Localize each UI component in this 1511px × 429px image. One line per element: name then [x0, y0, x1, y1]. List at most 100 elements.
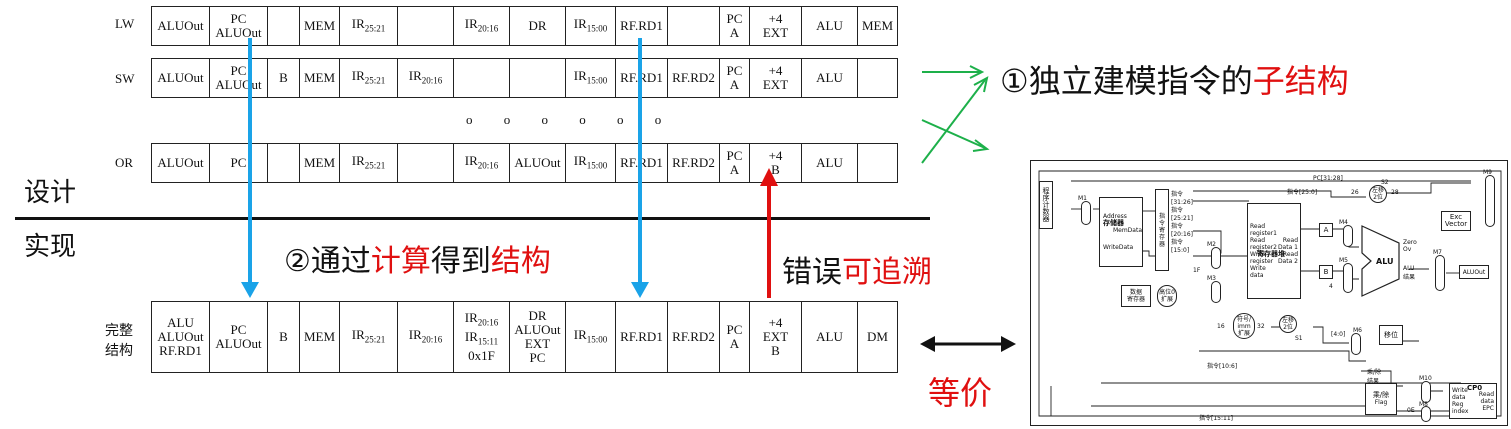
data-register: 数据 寄存器	[1121, 285, 1151, 307]
m10-mux	[1421, 381, 1431, 403]
row-label-or: OR	[115, 155, 134, 170]
ir-fields: 指令 [31:26] 指令 [25:21] 指令 [20:16] 指令 [15:…	[1171, 191, 1193, 254]
regfile-title: 寄存器堆	[1257, 250, 1285, 258]
or-cell-13: ALU	[802, 144, 858, 182]
alu-zero-ov: Zero Ov	[1403, 239, 1417, 253]
m2-mux	[1211, 247, 1221, 269]
green-arrows	[921, 65, 990, 164]
row-label-sw: SW	[115, 71, 135, 86]
or-cell-0: ALUOut	[152, 144, 210, 182]
register-file: Read register1 Read register2 Write regi…	[1247, 203, 1301, 299]
lw-cell-14: MEM	[858, 7, 898, 45]
annotation2-highlight2: 结构	[490, 244, 551, 279]
m1-label: M1	[1078, 195, 1087, 202]
equivalence-label: 等价	[928, 374, 993, 412]
m6-mux	[1351, 333, 1361, 355]
lw-cell-3: MEM	[300, 7, 340, 45]
alu-shape	[1361, 225, 1400, 297]
sw-cell-14	[858, 59, 898, 97]
muldiv-label: 乘/除	[1372, 391, 1390, 399]
annotation1-highlight: 子结构	[1252, 62, 1349, 100]
bits-4-0: [4:0]	[1331, 331, 1346, 338]
row-label-full-line1: 完整	[105, 323, 133, 339]
or-cell-6: IR20:16	[454, 144, 510, 182]
m3-label: M3	[1207, 275, 1216, 282]
implement-label: 实现	[24, 232, 77, 262]
aluout-register: ALUOut	[1459, 265, 1489, 279]
full-cell-5: IR20:16	[398, 302, 454, 372]
cp0-title: CP0	[1467, 384, 1483, 392]
or-cell-14	[858, 144, 898, 182]
sw-cell-5: IR20:16	[398, 59, 454, 97]
shifter: 移位	[1379, 325, 1403, 345]
or-cell-10: RF.RD2	[668, 144, 720, 182]
lw-cell-2	[268, 7, 300, 45]
cp0-block: Write data Reg index Read data EPC	[1449, 383, 1497, 419]
m2-label: M2	[1207, 241, 1216, 248]
annotation-independent-modeling: ①独立建模指令的子结构	[1000, 56, 1349, 102]
or-cell-8: IR15:00	[566, 144, 616, 182]
annotation1-text: ①独立建模指令的	[1000, 62, 1253, 100]
instr-25-0: 指令[25:0]	[1287, 189, 1318, 196]
cp0-ports: Write data Reg index	[1452, 387, 1469, 415]
sw-cell-8: IR15:00	[566, 59, 616, 97]
regfile-outputs: Read Data 1 Read Data 2	[1277, 237, 1298, 265]
full-cell-8: IR15:00	[566, 302, 616, 372]
alu-label: ALU	[1376, 257, 1394, 266]
m1-mux	[1081, 201, 1091, 225]
mem-title: 存储器	[1103, 219, 1124, 227]
sw-cell-4: IR25:21	[340, 59, 398, 97]
equivalence-double-arrow	[920, 336, 1016, 352]
m7-mux	[1435, 255, 1445, 291]
lw-cell-9: RF.RD1	[616, 7, 668, 45]
memory-block: Address 存储器 MemData WriteData	[1099, 197, 1143, 267]
full-cell-14: DM	[858, 302, 898, 372]
lw-cell-10	[668, 7, 720, 45]
sw-cell-6	[454, 59, 510, 97]
instruction-register: 指 令 寄 存 器	[1155, 189, 1169, 271]
pc-31-28: PC[31:28]	[1313, 175, 1343, 182]
m9-mux	[1485, 175, 1495, 227]
lw-cell-5	[398, 7, 454, 45]
instr-10-6: 指令[10:6]	[1207, 363, 1238, 370]
sw-cell-2: B	[268, 59, 300, 97]
or-cell-4: IR25:21	[340, 144, 398, 182]
sw-cell-7	[510, 59, 566, 97]
annotation2-highlight1: 计算	[370, 244, 431, 279]
full-cell-2: B	[268, 302, 300, 372]
pc-register: 程 序 计 数 器	[1039, 181, 1053, 229]
lw-cell-0: ALUOut	[152, 7, 210, 45]
annotation3-text: 错误	[782, 255, 842, 290]
m4-label: M4	[1339, 219, 1348, 226]
datapath-schematic: 程 序 计 数 器 M1 Address 存储器 MemData WriteDa…	[1030, 160, 1508, 426]
flag-label: Flag	[1374, 399, 1388, 406]
mem-address-port: Address	[1103, 213, 1127, 220]
cp0-outputs: Read data EPC	[1478, 390, 1494, 412]
const-1f: 1F	[1193, 267, 1201, 274]
full-cell-3: MEM	[300, 302, 340, 372]
const-4: 4	[1329, 283, 1333, 290]
const-0e: 0E	[1407, 407, 1415, 414]
exc-vector: Exc Vector	[1441, 211, 1471, 231]
annotation2-text1: ②通过	[284, 244, 371, 279]
full-cell-9: RF.RD1	[616, 302, 668, 372]
m9-label: M9	[1483, 169, 1492, 176]
alu-result: ALU 结果	[1403, 265, 1416, 281]
m10-label: M10	[1419, 375, 1432, 382]
m8-label: M8	[1419, 401, 1428, 408]
full-cell-10: RF.RD2	[668, 302, 720, 372]
mem-write-port: WriteData	[1103, 244, 1134, 251]
or-cell-2	[268, 144, 300, 182]
lw-cell-6: IR20:16	[454, 7, 510, 45]
const-28: 28	[1391, 189, 1399, 196]
full-cell-13: ALU	[802, 302, 858, 372]
or-cell-1: PC	[210, 144, 268, 182]
